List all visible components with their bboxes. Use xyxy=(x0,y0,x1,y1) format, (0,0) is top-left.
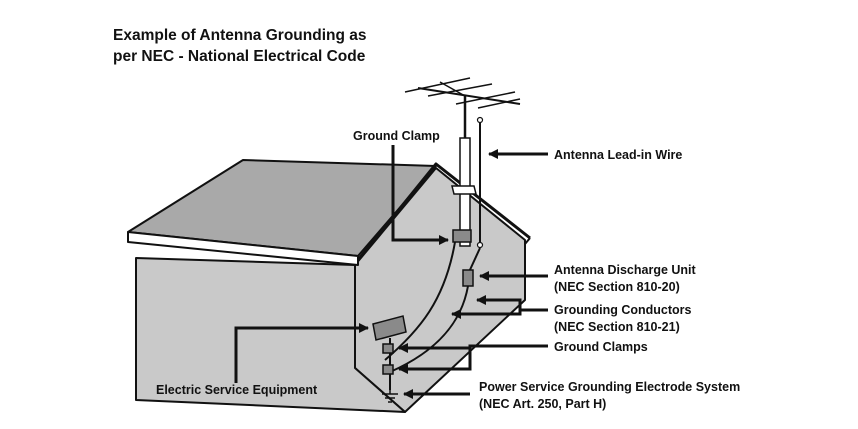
label-ground-clamps: Ground Clamps xyxy=(554,340,648,354)
label-antenna-discharge-unit: Antenna Discharge Unit xyxy=(554,263,697,277)
ground-clamp-1 xyxy=(382,343,394,354)
label-electric-service-equipment: Electric Service Equipment xyxy=(156,383,318,397)
ground-clamp-2 xyxy=(382,364,394,375)
title-line-1: Example of Antenna Grounding as xyxy=(113,27,366,44)
label-antenna-discharge-unit-ref: (NEC Section 810-20) xyxy=(554,280,680,294)
label-grounding-conductors: Grounding Conductors xyxy=(554,303,692,317)
label-ground-clamp: Ground Clamp xyxy=(353,129,440,143)
callouts xyxy=(234,145,548,399)
label-power-service-grounding-ref: (NEC Art. 250, Part H) xyxy=(479,397,606,411)
front-wall xyxy=(135,257,406,413)
ground-symbol-icon xyxy=(382,374,398,403)
label-grounding-conductors-ref: (NEC Section 810-21) xyxy=(554,320,680,334)
title-line-2: per NEC - National Electrical Code xyxy=(113,48,366,65)
roof-eave xyxy=(127,231,359,266)
antenna-discharge-unit xyxy=(462,269,474,287)
mast-ground-clamp xyxy=(452,229,472,243)
antenna-assembly xyxy=(404,77,521,273)
gable-rake xyxy=(356,162,531,261)
label-power-service-grounding: Power Service Grounding Electrode System xyxy=(479,380,740,394)
label-antenna-lead-in-wire: Antenna Lead-in Wire xyxy=(554,148,682,162)
house xyxy=(127,159,531,413)
electric-service-box xyxy=(372,315,407,341)
